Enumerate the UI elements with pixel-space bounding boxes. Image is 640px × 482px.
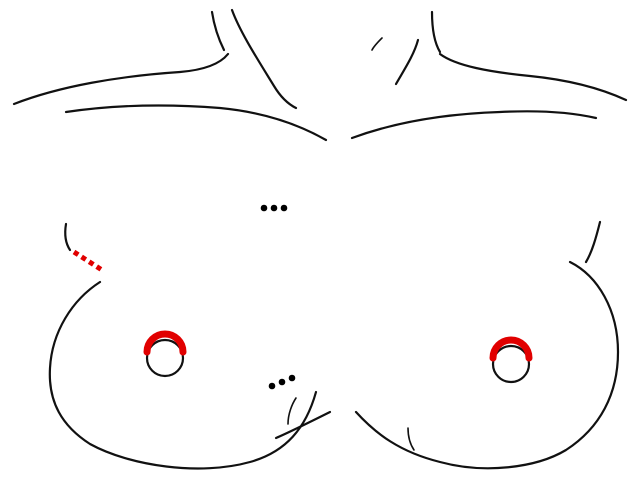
inframammary-dot xyxy=(289,375,296,382)
inframammary-dot xyxy=(269,383,276,390)
sternal-dot xyxy=(261,205,268,212)
inframammary-dot xyxy=(279,379,286,386)
sternal-dot xyxy=(281,205,288,212)
sternal-dot-triplet xyxy=(261,205,288,212)
sternal-dot xyxy=(271,205,278,212)
